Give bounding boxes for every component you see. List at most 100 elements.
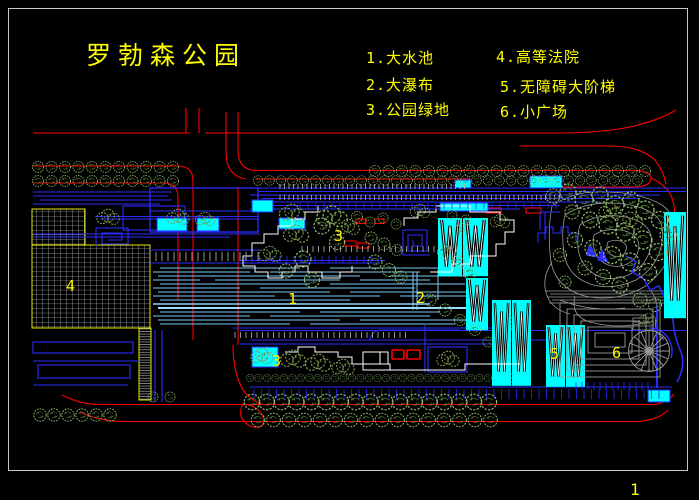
tree [424, 374, 433, 382]
tree [373, 374, 382, 382]
tree [246, 374, 254, 382]
tree [632, 175, 643, 186]
tree [450, 374, 458, 382]
tree [264, 175, 275, 186]
tree [356, 374, 365, 382]
tree [482, 175, 494, 186]
tree [390, 175, 402, 186]
tree [367, 175, 379, 186]
tick-comb [149, 252, 259, 261]
tree [407, 374, 416, 382]
tree [153, 175, 166, 187]
tree [113, 175, 125, 187]
legend-item-1: 1.大水池 [366, 49, 434, 67]
tree [153, 161, 166, 173]
tree [302, 393, 320, 411]
wheel-spoke [634, 336, 650, 352]
tree [564, 204, 580, 220]
tree [59, 175, 71, 187]
tree [421, 393, 438, 411]
plaza-ring [594, 332, 626, 348]
tree [475, 374, 484, 382]
tree [452, 412, 467, 428]
tree [72, 161, 85, 173]
tree [405, 412, 421, 428]
legend-item-4: 4.高等法院 [496, 48, 580, 66]
tree [391, 393, 409, 411]
tree [258, 393, 276, 411]
plaza-ring [573, 314, 647, 366]
tree [484, 374, 492, 382]
tree [416, 374, 424, 382]
tree [390, 412, 405, 428]
plaza-ring [566, 308, 654, 372]
tree [310, 175, 321, 186]
tree [32, 175, 44, 187]
tree [45, 161, 58, 173]
zone-label-lawn-lower: 3 [272, 352, 281, 370]
legend-item-2: 2.大瀑布 [366, 76, 434, 94]
tree [609, 175, 620, 186]
tree [103, 408, 117, 422]
tree [406, 393, 424, 411]
legend-item-3: 3.公园绿地 [366, 101, 450, 119]
tree [140, 161, 152, 173]
legend-item-5: 5.无障碍大阶梯 [500, 78, 616, 96]
tree [635, 200, 655, 220]
tree [467, 412, 483, 428]
tree [328, 412, 343, 428]
tree [348, 374, 356, 382]
plan-title: 罗勃森公园 [86, 41, 246, 70]
tree [305, 374, 314, 382]
wheel-spoke [640, 350, 650, 371]
tree [438, 303, 452, 317]
tree [359, 412, 374, 428]
lawn-outlines [242, 205, 520, 371]
tree [356, 175, 367, 186]
page-number: 1 [630, 480, 640, 499]
tree [365, 374, 373, 382]
tree [436, 393, 453, 411]
tree [314, 374, 322, 382]
tree [450, 393, 468, 411]
tree [126, 175, 139, 187]
tree [263, 374, 271, 382]
wheel-spoke [640, 331, 650, 352]
tree [287, 175, 298, 186]
tree [377, 237, 391, 251]
tree [390, 374, 399, 382]
tree [140, 175, 152, 187]
tree [321, 175, 333, 186]
tree [382, 263, 396, 277]
tree [332, 393, 350, 411]
tree [99, 175, 112, 187]
wheel-spoke [648, 336, 664, 352]
tree [86, 161, 98, 173]
tree [421, 412, 436, 428]
shrub [331, 358, 355, 375]
tree [275, 175, 287, 186]
tree [586, 175, 597, 186]
tree [331, 374, 339, 382]
tree [61, 408, 75, 422]
tree [482, 336, 494, 348]
plaza-wheel [628, 330, 670, 372]
tick-comb [279, 195, 560, 200]
zone-label-plaza: 6 [612, 344, 621, 362]
tree [390, 218, 402, 230]
tree [126, 161, 139, 173]
tree [47, 408, 61, 422]
tree [99, 161, 112, 173]
tree [577, 260, 593, 276]
plaza-ring [580, 320, 640, 360]
zone-label-waterfall: 2 [416, 289, 425, 307]
tree [574, 175, 586, 186]
tree [252, 175, 264, 186]
walk-tick-rows [149, 184, 660, 399]
tree [45, 175, 58, 187]
tree [344, 175, 356, 186]
tree [273, 393, 290, 411]
tree [433, 374, 441, 382]
tree [351, 211, 363, 223]
tree [333, 175, 344, 186]
